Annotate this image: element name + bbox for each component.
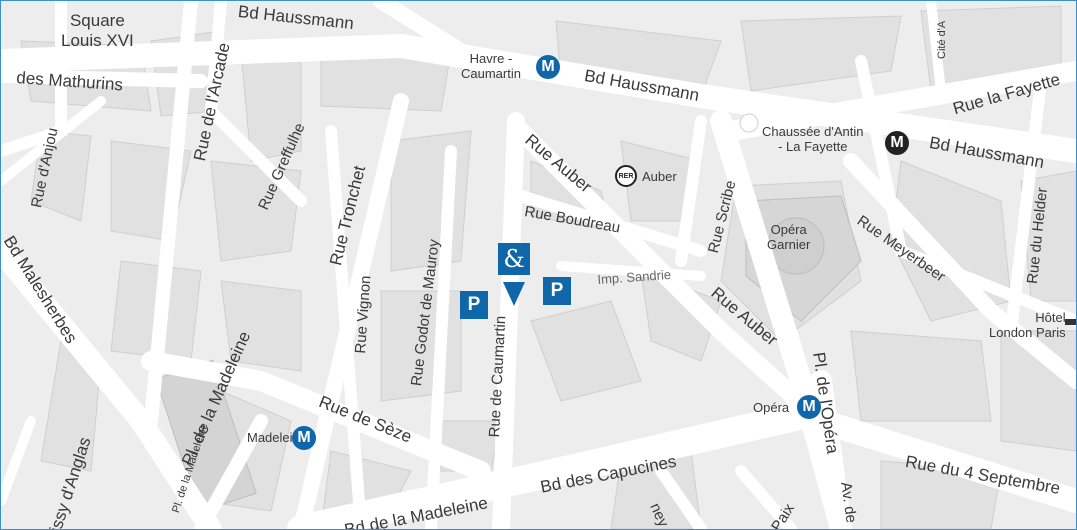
place-label-square-louis-xvi: Square Louis XVI [61,11,134,50]
parking-west-icon[interactable]: P [460,291,488,319]
rer-auber-icon[interactable]: RER [615,165,637,187]
place-label-opera-garnier: Opéra Garnier [767,222,811,252]
place-label-auber: Auber [642,169,677,184]
venue-ampersand-icon[interactable]: & [498,243,530,275]
metro-havre-caumartin-icon[interactable]: M [536,55,560,79]
place-label-opera: Opéra [753,400,790,415]
street-label-cite-d-antin: Cité d'A [936,20,948,59]
venue-location-pin-icon[interactable] [503,282,525,306]
parking-east-icon[interactable]: P [543,277,571,305]
hotel-marker-icon [1065,319,1076,325]
place-label-hotel-london-paris: Hôtel London Paris [989,310,1066,340]
metro-madeleine-icon[interactable]: M [292,426,316,450]
place-label-havre-caumartin: Havre - Caumartin [461,51,521,81]
metro-chaussee-d-antin-icon[interactable]: M [885,131,909,155]
metro-opera-icon[interactable]: M [797,395,821,419]
place-label-chaussee-d-antin: Chaussée d'Antin - La Fayette [762,124,864,154]
